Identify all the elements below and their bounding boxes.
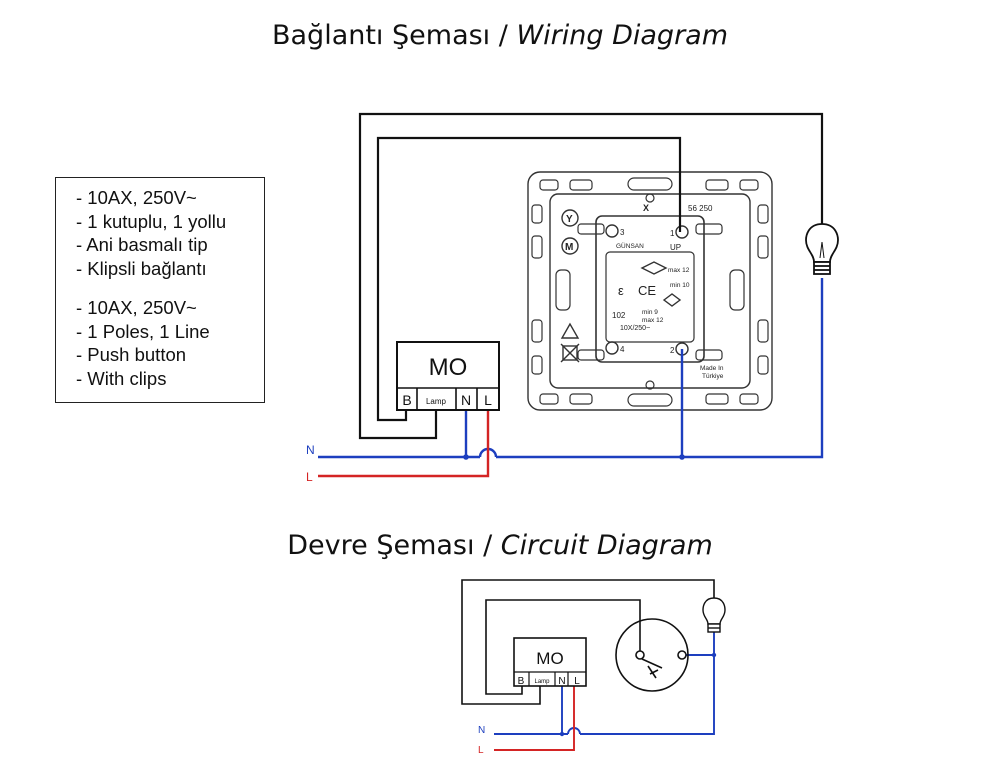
- mark-code: 56 250: [688, 204, 713, 213]
- spec-line-en-4: - With clips: [76, 367, 167, 389]
- mark-102: 102: [612, 311, 626, 320]
- mark-brand: GÜNSAN: [616, 242, 644, 250]
- y-symbol-ring: [561, 209, 579, 227]
- switch-mechanism: [527, 171, 773, 411]
- mo-terminal-b: B: [402, 392, 411, 408]
- recycle-icon: [560, 322, 580, 339]
- mark-min9: min 9: [642, 309, 658, 316]
- mark-rating: 10X/250~: [620, 325, 650, 332]
- mo-terminal-n: N: [461, 392, 471, 408]
- circuit-wire-outer: [461, 579, 715, 705]
- mark-min10: min 10: [670, 282, 690, 289]
- wire-outer-loop: [358, 112, 824, 440]
- mo-module: MO B Lamp N L: [396, 341, 500, 411]
- label-neutral: N: [306, 443, 315, 457]
- mark-max12: max 12: [668, 267, 690, 274]
- circuit-junction: [559, 731, 565, 737]
- mark-turkiye: Türkiye: [702, 373, 724, 380]
- mark-x: X: [643, 203, 649, 213]
- frame-cutouts: [531, 177, 769, 407]
- tse-icon: [640, 261, 668, 275]
- circuit-terminal-lamp: Lamp: [534, 679, 550, 685]
- circuit-lamp-icon: [702, 597, 726, 633]
- mo-label: MO: [429, 354, 468, 381]
- mark-t4: 4: [620, 345, 625, 354]
- diamond-icon: [662, 293, 682, 307]
- switch-body: [595, 215, 705, 363]
- circuit-black-wires: [461, 579, 715, 705]
- switch-frame-outer: [527, 171, 773, 411]
- specification-box: - 10AX, 250V~ - 1 kutuplu, 1 yollu - Ani…: [55, 177, 265, 403]
- circuit-switch-symbol: [615, 618, 689, 692]
- terminal-4: [605, 341, 619, 355]
- switch-core: [605, 251, 695, 343]
- spec-line-tr-2: - 1 kutuplu, 1 yollu: [76, 210, 227, 232]
- spec-line-en-3: - Push button: [76, 344, 187, 365]
- circuit-mo-label: MO: [536, 649, 563, 668]
- wire-neutral-lamp: [496, 278, 824, 459]
- circuit-terminal-b: B: [518, 676, 525, 687]
- terminal-3: [605, 224, 619, 238]
- mark-m: M: [565, 242, 573, 253]
- spec-line-tr-3: - Ani basmalı tip: [76, 234, 208, 255]
- circuit-diagram-title: Devre Şeması / Circuit Diagram: [0, 530, 1000, 561]
- wiring-diagram-title: Bağlantı Şeması / Wiring Diagram: [0, 20, 1000, 51]
- circuit-wire-inner: [485, 599, 641, 695]
- wire-live: [318, 411, 490, 478]
- wire-inner-loop: [376, 136, 682, 422]
- mo-terminal-lamp: Lamp: [426, 397, 447, 406]
- bin-icon: [560, 343, 580, 363]
- wiring-black-wires: [358, 112, 824, 440]
- spec-line-en-1: - 10AX, 250V~: [76, 297, 197, 318]
- label-live: L: [306, 470, 313, 484]
- mark-t3: 3: [620, 228, 625, 237]
- circuit-label-neutral: N: [478, 725, 485, 736]
- mark-y: Y: [566, 214, 573, 225]
- mark-t2: 2: [670, 346, 675, 355]
- mark-made-in: Made In: [700, 365, 724, 372]
- mark-e: ε: [618, 283, 624, 298]
- m-symbol-ring: [561, 237, 579, 255]
- mark-max12b: max 12: [642, 317, 664, 324]
- spec-line-tr-1: - 10AX, 250V~: [76, 187, 197, 208]
- circuit-mo-module: MO B Lamp N L: [513, 637, 587, 687]
- neutral-junctions: [463, 454, 685, 460]
- circuit-junction-lamp: [711, 652, 717, 658]
- mark-ce: CE: [638, 283, 656, 298]
- wiring-title-en: Wiring Diagram: [516, 20, 729, 51]
- circuit-neutral-lamp: [580, 628, 715, 735]
- terminal-1: [675, 225, 689, 239]
- circuit-terminal-l: L: [574, 676, 580, 687]
- mark-up: UP: [670, 243, 681, 252]
- switch-labels: X 56 250 3 1 4 2 UP max 12 min 10 Y M GÜ…: [565, 203, 724, 380]
- circuit-label-live: L: [478, 745, 484, 756]
- wiring-title-tr: Bağlantı Şeması /: [271, 20, 517, 51]
- circuit-live: [494, 686, 575, 751]
- lamp-icon: [805, 223, 839, 275]
- wiring-colored-wires: [318, 278, 824, 478]
- spec-line-tr-4: - Klipsli bağlantı: [76, 257, 207, 279]
- mark-t1: 1: [670, 229, 675, 238]
- circuit-title-tr: Devre Şeması /: [287, 530, 501, 561]
- spec-line-en-2: - 1 Poles, 1 Line: [76, 320, 210, 342]
- mo-terminal-l: L: [484, 392, 492, 408]
- circuit-terminal-n: N: [558, 676, 565, 687]
- circuit-title-en: Circuit Diagram: [500, 530, 713, 561]
